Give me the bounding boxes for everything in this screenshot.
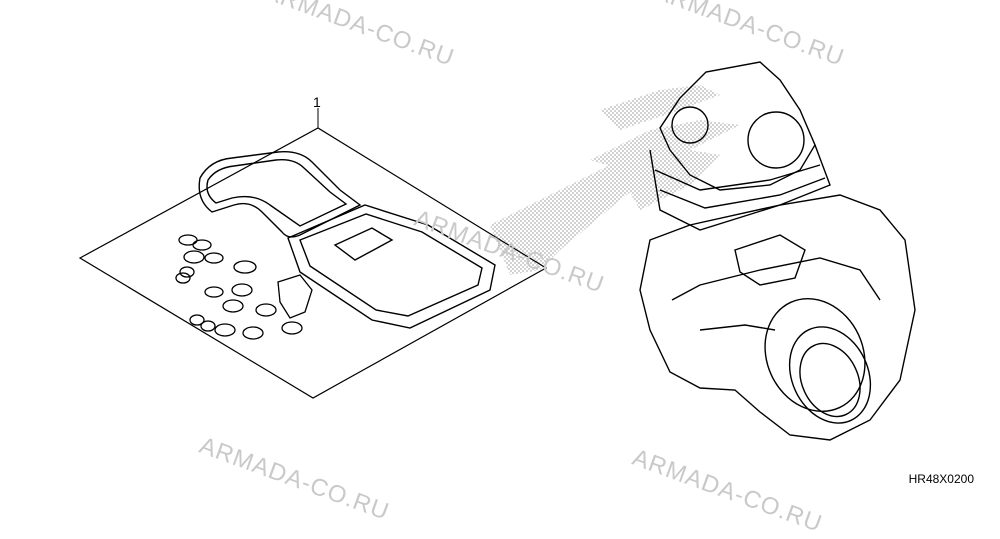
- o-ring: [242, 326, 264, 340]
- o-ring: [255, 303, 277, 317]
- o-ring: [233, 260, 257, 274]
- washer: [179, 266, 195, 278]
- parts-diagram: ARMADA-CO.RU ARMADA-CO.RU ARMADA-CO.RU A…: [78, 0, 974, 538]
- o-ring: [231, 283, 253, 297]
- o-ring: [192, 239, 212, 251]
- callout-label-1: 1: [313, 94, 321, 110]
- o-ring: [214, 323, 236, 337]
- gasket-kit-sheet: [78, 113, 548, 399]
- drawing-code: HR48X0200: [908, 472, 974, 486]
- cover-gasket: [198, 151, 362, 238]
- o-ring: [183, 250, 205, 264]
- honda-wing-logo: [490, 85, 740, 275]
- o-ring: [204, 286, 224, 298]
- o-ring: [178, 234, 198, 246]
- oil-pan-gasket: [287, 204, 496, 329]
- exploded-view-drawing: [78, 61, 916, 441]
- o-ring: [281, 321, 303, 335]
- o-ring: [204, 252, 224, 264]
- small-gasket: [277, 274, 313, 319]
- washer: [200, 320, 216, 332]
- engine-outline: [639, 61, 916, 441]
- washer: [189, 314, 205, 326]
- o-ring: [222, 299, 244, 313]
- washer: [175, 272, 191, 284]
- o-ring-set: [175, 234, 303, 340]
